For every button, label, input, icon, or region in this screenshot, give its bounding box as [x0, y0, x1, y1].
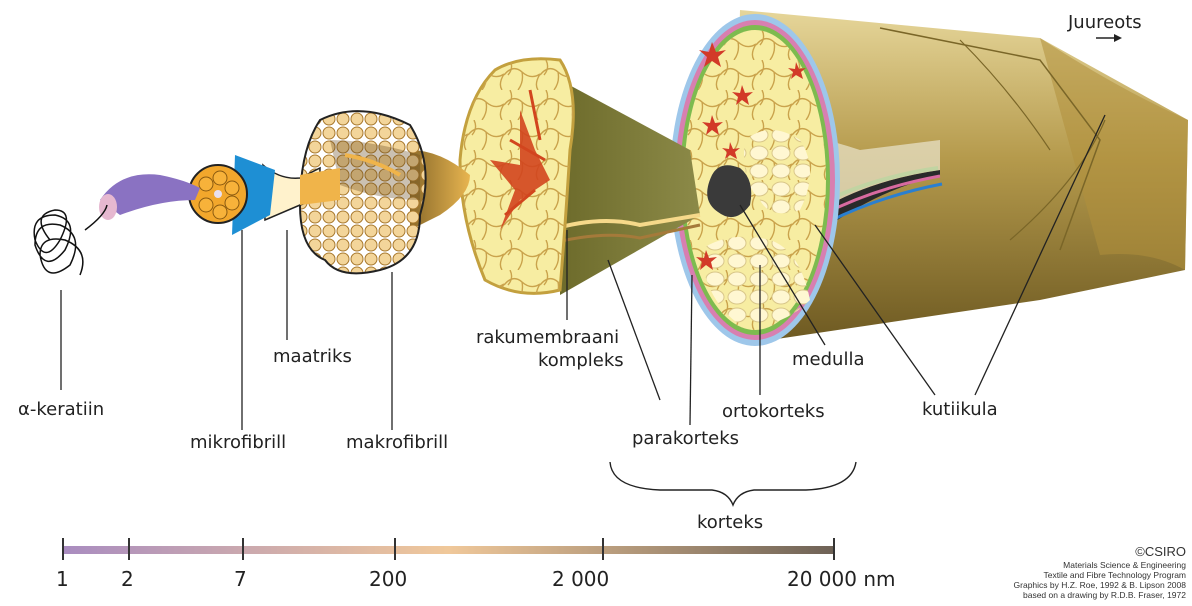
- credit-line: based on a drawing by R.D.B. Fraser, 197…: [1023, 590, 1186, 600]
- size-scale-bar: 1 2 7 200 2 000 20 000 nm: [56, 538, 896, 591]
- cortex-brace: [610, 462, 856, 505]
- cortical-cell: [460, 59, 573, 294]
- direction-arrow-icon: [1096, 34, 1122, 42]
- label-cuticle: kutiikula: [922, 399, 998, 420]
- cortex-cross-section: [670, 14, 840, 346]
- label-microfibril: mikrofibrill: [190, 432, 286, 453]
- credit-line: Materials Science & Engineering: [1063, 560, 1186, 570]
- credit-line: Graphics by H.Z. Roe, 1992 & B. Lipson 2…: [1014, 580, 1187, 590]
- label-cell-membrane-line1: rakumembraani: [476, 327, 619, 348]
- scale-tick-label: 200: [369, 567, 407, 591]
- copyright-label: ©CSIRO: [1135, 544, 1186, 559]
- scale-tick-label: 7: [234, 567, 247, 591]
- label-cortex: korteks: [697, 512, 763, 533]
- credits-block: ©CSIRO Materials Science & Engineering T…: [1014, 544, 1187, 600]
- scale-tick-label: 1: [56, 567, 69, 591]
- direction-label: Juureots: [1067, 12, 1142, 33]
- label-orthocortex: ortokorteks: [722, 401, 825, 422]
- microfibril-illustration: [189, 155, 275, 235]
- label-cell-membrane-line2: kompleks: [538, 350, 624, 371]
- label-medulla: medulla: [792, 349, 864, 370]
- credit-line: Textile and Fibre Technology Program: [1043, 570, 1186, 580]
- label-paracortex: parakorteks: [632, 428, 739, 449]
- label-macrofibril: makrofibrill: [346, 432, 448, 453]
- alpha-helix-illustration: [34, 174, 200, 275]
- scale-tick-label: 20 000 nm: [787, 567, 896, 591]
- label-alpha-keratin: α-keratiin: [18, 399, 104, 420]
- scale-tick-label: 2 000: [552, 567, 609, 591]
- scale-tick-label: 2: [121, 567, 134, 591]
- label-matrix: maatriks: [273, 346, 352, 367]
